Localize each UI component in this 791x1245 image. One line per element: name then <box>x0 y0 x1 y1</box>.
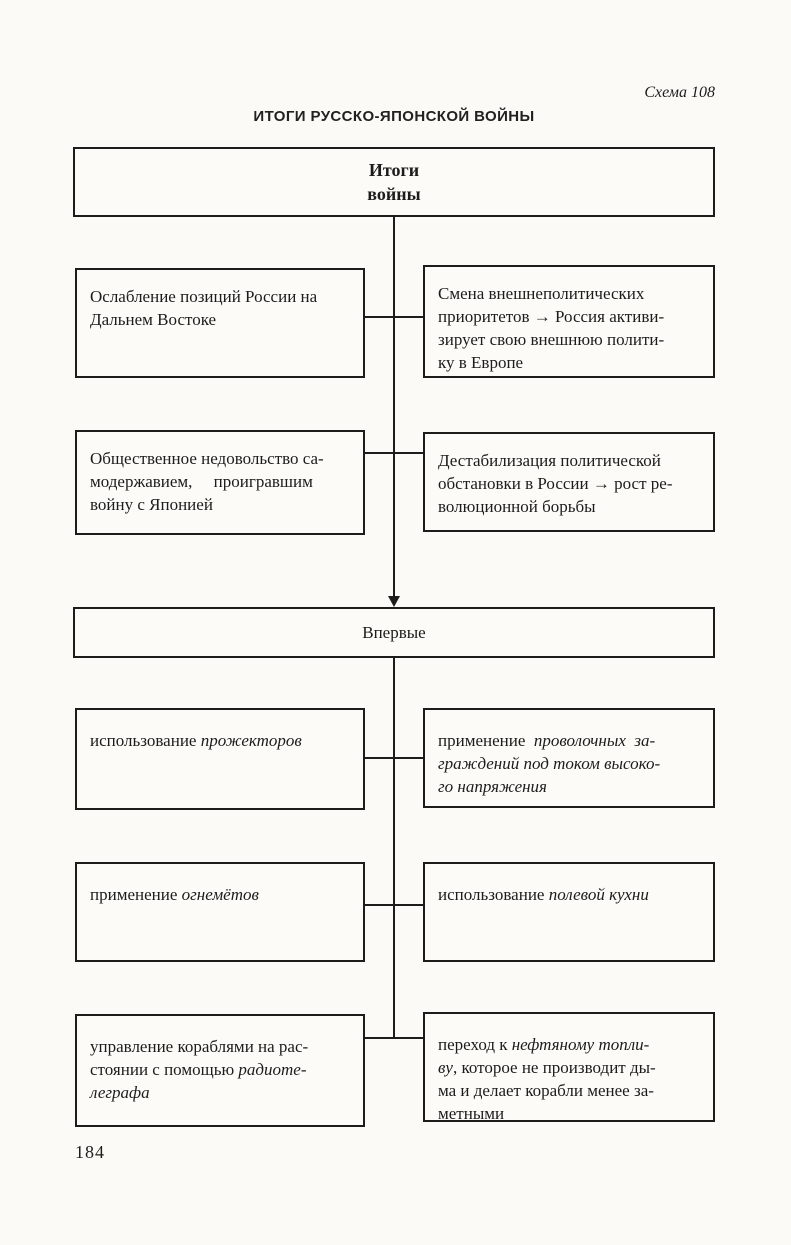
connector-row4 <box>365 904 423 906</box>
box-radio-telegraph: управление кораблями на рас-стоянии с по… <box>75 1014 365 1127</box>
box-searchlights: использование прожекторов <box>75 708 365 810</box>
box-firsts-header-text: Впервые <box>362 623 426 642</box>
box-oil-fuel: переход к нефтяному топли-ву, которое не… <box>423 1012 715 1123</box>
box-field-kitchen-text: использование полевой кухни <box>438 885 649 904</box>
connector-row1 <box>365 316 423 318</box>
box-public-discontent-text: Общественное недовольство са-модержавием… <box>90 449 324 514</box>
scheme-number-label: Схема 108 <box>644 84 715 101</box>
box-radio-telegraph-text: управление кораблями на рас-стоянии с по… <box>90 1037 309 1102</box>
connector-row3 <box>365 757 423 759</box>
box-electrified-wire: применение проволочных за-граждений под … <box>423 708 715 808</box>
box-public-discontent: Общественное недовольство са-модержавием… <box>75 430 365 535</box>
connector-vertical-top <box>393 217 395 596</box>
connector-vertical-bottom <box>393 658 395 1039</box>
box-firsts-header: Впервые <box>73 607 715 658</box>
diagram-title: ИТОГИ РУССКО-ЯПОНСКОЙ ВОЙНЫ <box>253 108 535 125</box>
connector-row2 <box>365 452 423 454</box>
page-number: 184 <box>75 1142 105 1162</box>
box-oil-fuel-text: переход к нефтяному топли-ву, которое не… <box>438 1035 656 1123</box>
box-electrified-wire-text: применение проволочных за-граждений под … <box>438 731 661 796</box>
box-flamethrowers-text: применение огнемётов <box>90 885 259 904</box>
box-field-kitchen: использование полевой кухни <box>423 862 715 962</box>
box-searchlights-text: использование прожекторов <box>90 731 302 750</box>
down-arrow-icon <box>388 596 400 607</box>
connector-row5 <box>365 1037 423 1039</box>
box-flamethrowers: применение огнемётов <box>75 862 365 962</box>
